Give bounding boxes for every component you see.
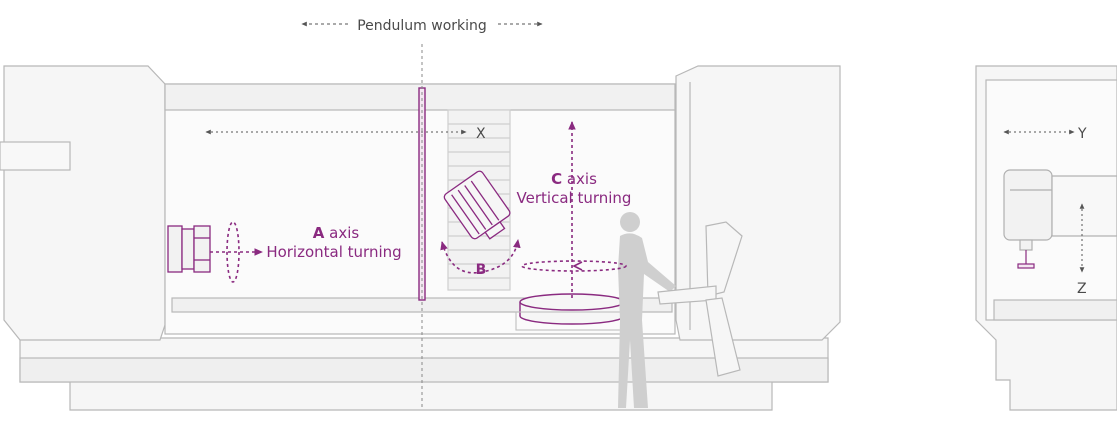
b-axis-arc xyxy=(440,239,521,274)
spindle-head-icon xyxy=(1003,169,1117,269)
control-panel-icon xyxy=(657,221,743,377)
c-axis-subtitle: Vertical turning xyxy=(517,189,632,207)
bed-slats xyxy=(19,357,829,383)
a-axis-title: A axis xyxy=(313,224,360,242)
c-axis-title: C axis xyxy=(551,170,597,188)
milling-head-icon xyxy=(443,170,511,240)
a-axis-rotation-marker xyxy=(210,221,263,283)
pendulum-label: Pendulum working xyxy=(357,18,487,34)
left-enclosure xyxy=(3,65,166,341)
a-axis-subtitle: Horizontal turning xyxy=(266,243,401,261)
b-axis-label: B xyxy=(476,262,487,278)
lathe-chuck-icon xyxy=(167,225,211,273)
c-axis-letter: C xyxy=(551,170,562,188)
left-door-handle xyxy=(0,141,71,171)
rotary-table-icon xyxy=(519,293,625,325)
c-axis-rotation-arrowhead xyxy=(572,261,583,271)
a-axis-letter: A xyxy=(313,224,325,242)
c-axis-word: axis xyxy=(562,170,597,188)
operator-figure-icon xyxy=(618,212,676,408)
a-axis-word: axis xyxy=(324,224,359,242)
z-axis-label: Z xyxy=(1077,281,1087,297)
y-axis-label: Y xyxy=(1077,126,1087,142)
x-axis-label: X xyxy=(476,126,486,142)
c-axis-rotation-marker xyxy=(521,260,627,272)
